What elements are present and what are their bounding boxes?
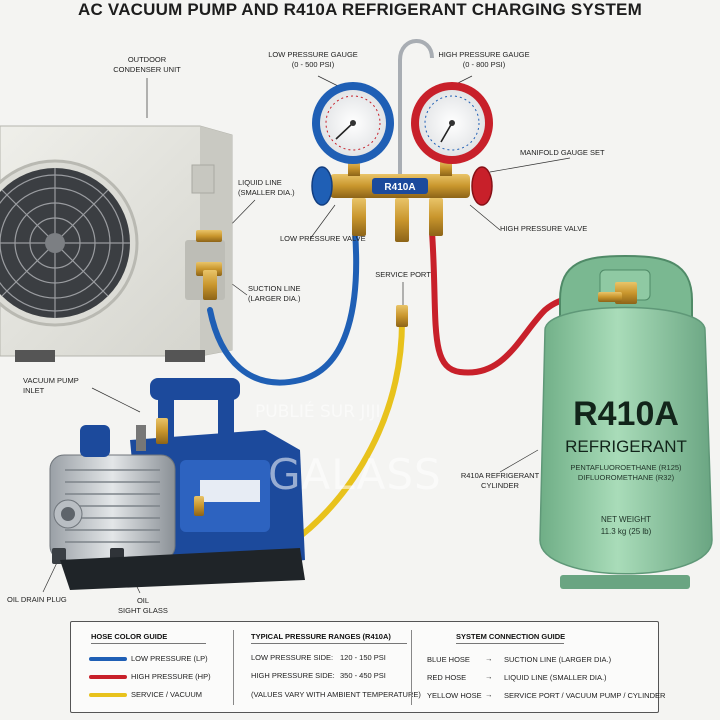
hose-high-label: HIGH PRESSURE (HP) — [131, 672, 211, 681]
label-high-valve: HIGH PRESSURE VALVE — [500, 224, 588, 233]
label-suction-line: SUCTION LINE(LARGER DIA.) — [248, 284, 301, 303]
conn-blue-arrow: → — [485, 654, 493, 663]
pressure-heading: TYPICAL PRESSURE RANGES (R410A) — [251, 632, 391, 641]
hose-service-label: SERVICE / VACUUM — [131, 690, 202, 699]
pressure-low-value: 120 - 150 PSI — [340, 653, 386, 662]
label-oil-drain: OIL DRAIN PLUG — [7, 595, 67, 604]
ac-service-ports — [196, 230, 222, 300]
cylinder-weight-value: 11.3 kg (25 lb) — [601, 527, 652, 536]
pressure-high-value: 350 - 450 PSI — [340, 671, 386, 680]
hose-guide-underline — [91, 643, 206, 644]
legend-divider-2 — [411, 630, 412, 705]
outdoor-condenser-unit — [0, 125, 233, 362]
swatch-high — [89, 675, 127, 679]
pressure-low-label: LOW PRESSURE SIDE: — [251, 653, 334, 662]
cylinder-chem1: PENTAFLUOROETHANE (R125) — [570, 463, 682, 472]
conn-red-hose: RED HOSE — [427, 673, 467, 682]
page-title: AC VACUUM PUMP AND R410A REFRIGERANT CHA… — [78, 0, 642, 19]
conn-red-arrow: → — [485, 672, 493, 681]
conn-yellow-hose: YELLOW HOSE — [427, 691, 482, 700]
refrigerant-cylinder — [539, 254, 713, 589]
blue-hose — [207, 229, 360, 386]
legend-box: HOSE COLOR GUIDE LOW PRESSURE (LP) HIGH … — [70, 621, 665, 713]
cylinder-brand: R410A — [573, 395, 679, 433]
conn-red-target: LIQUID LINE (SMALLER DIA.) — [504, 673, 607, 682]
pressure-note: (VALUES VARY WITH AMBIENT TEMPERATURE) — [251, 690, 421, 699]
swatch-service — [89, 693, 127, 697]
cylinder-type: REFRIGERANT — [565, 437, 687, 456]
conn-blue-target: SUCTION LINE (LARGER DIA.) — [504, 655, 612, 664]
manifold-badge: R410A — [384, 182, 415, 193]
label-manifold: MANIFOLD GAUGE SET — [520, 148, 605, 157]
hose-low-label: LOW PRESSURE (LP) — [131, 654, 208, 663]
watermark-line2: GALASS — [268, 450, 442, 499]
connections-underline — [456, 643, 564, 644]
cylinder-chem2: DIFLUOROMETHANE (R32) — [578, 473, 675, 482]
conn-yellow-target: SERVICE PORT / VACUUM PUMP / CYLINDER — [504, 691, 666, 700]
swatch-low — [89, 657, 127, 661]
conn-blue-hose: BLUE HOSE — [427, 655, 470, 664]
label-low-gauge: LOW PRESSURE GAUGE(0 - 500 PSI) — [268, 50, 358, 69]
hose-guide-heading: HOSE COLOR GUIDE — [91, 632, 168, 641]
cylinder-weight-label: NET WEIGHT — [601, 515, 651, 524]
label-service-port: SERVICE PORT — [375, 270, 431, 279]
vacuum-pump — [49, 378, 305, 590]
label-liquid-line: LIQUID LINE(SMALLER DIA.) — [238, 178, 295, 197]
connections-heading: SYSTEM CONNECTION GUIDE — [456, 632, 566, 641]
legend-divider-1 — [233, 630, 234, 705]
pressure-high-label: HIGH PRESSURE SIDE: — [251, 671, 335, 680]
conn-yellow-arrow: → — [485, 690, 493, 699]
high-pressure-gauge — [411, 82, 493, 164]
manifold-gauge-set — [311, 39, 493, 242]
watermark-line1: PUBLIÉ SUR JIJI — [255, 402, 381, 422]
pressure-underline — [251, 643, 407, 644]
low-pressure-gauge — [312, 82, 394, 164]
label-low-valve: LOW PRESSURE VALVE — [280, 234, 366, 243]
label-high-gauge: HIGH PRESSURE GAUGE(0 - 800 PSI) — [438, 50, 530, 69]
